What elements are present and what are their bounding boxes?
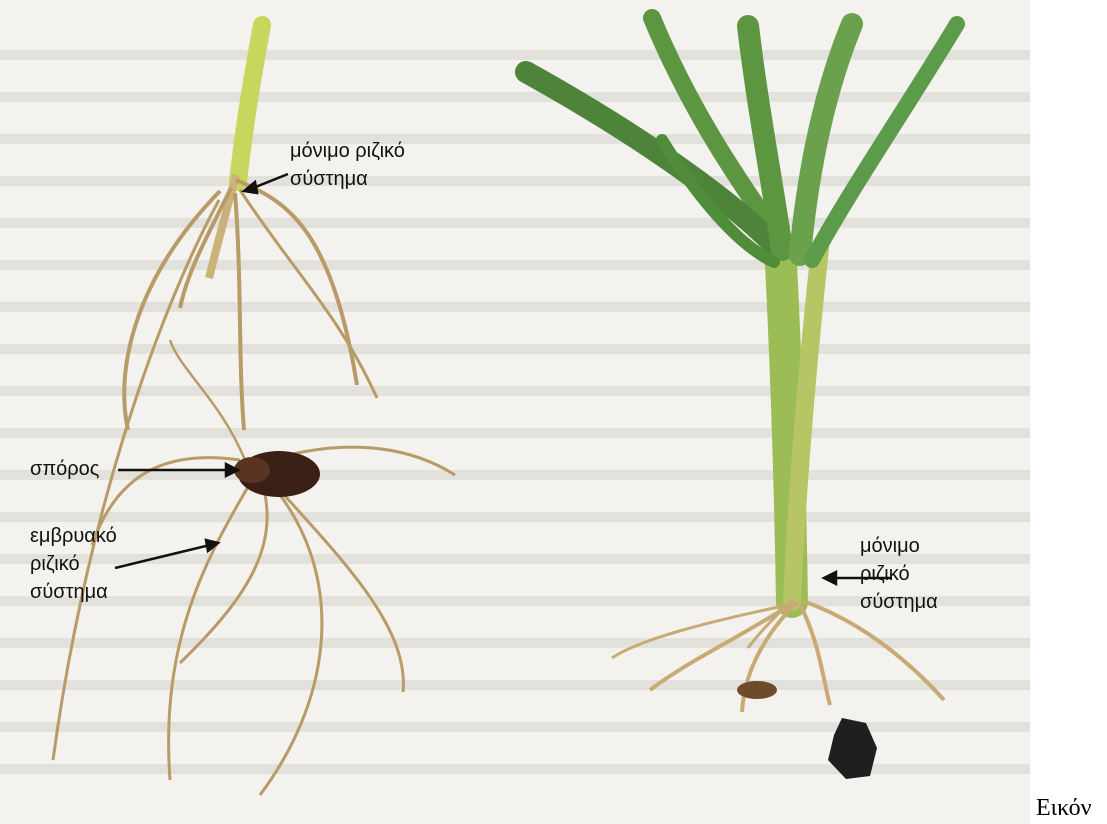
right-permanent-root-line-2: ριζικό [860, 560, 1000, 588]
left-permanent-root-line-2: σύστημα [290, 165, 405, 193]
embryonic-root-line-2: ριζικό [30, 550, 150, 578]
right-permanent-root-line-1: μόνιμο [860, 532, 1000, 560]
right-seedling [526, 18, 957, 779]
plant-illustration [0, 0, 1030, 824]
right-permanent-root-label: μόνιμο ριζικό σύστημα [860, 532, 1000, 616]
right-permanent-root-line-3: σύστημα [860, 588, 1000, 616]
figure-caption: Εικόν [1036, 793, 1092, 823]
plant-photo: μόνιμο ριζικό σύστημα σπόρος εμβρυακό ρι… [0, 0, 1030, 824]
embryonic-root-line-3: σύστημα [30, 578, 150, 606]
seed-label: σπόρος [30, 455, 99, 483]
left-permanent-root-line-1: μόνιμο ριζικό [290, 137, 405, 165]
embryonic-root-label: εμβρυακό ριζικό σύστημα [30, 522, 150, 606]
left-permanent-root-label: μόνιμο ριζικό σύστημα [290, 137, 405, 193]
embryonic-root-line-1: εμβρυακό [30, 522, 150, 550]
